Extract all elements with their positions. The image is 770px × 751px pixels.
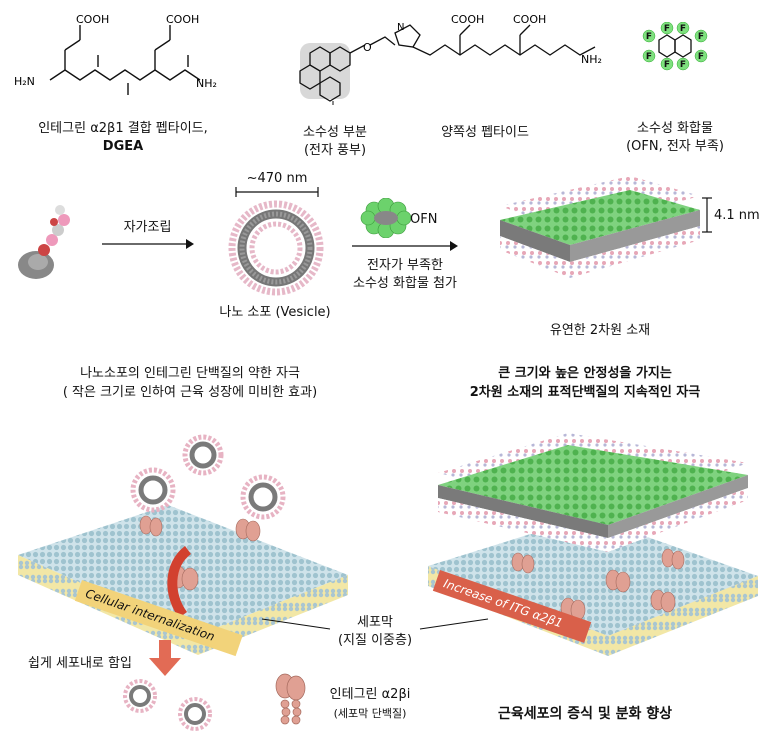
right-panel-title-2: 2차원 소재의 표적단백질의 지속적인 자극 [469,385,701,400]
self-assembly-label: 자가조립 [123,220,172,235]
single-molecule-model [18,205,70,279]
svg-text:F: F [680,60,686,70]
oxygen-label: O [363,41,372,54]
nh2-label: NH₂ [581,53,602,66]
self-assembly-arrow [102,239,194,249]
pyrene-peptide-structure: O N COOH COOH NH₂ [299,13,602,105]
hydrophobic-part-label: 소수성 부분 [303,125,367,140]
ofn-label: OFN [410,212,438,227]
thickness-bracket [702,197,712,233]
electron-rich-label: (전자 풍부) [303,143,367,158]
add-ofn-line2: 소수성 화합물 첨가 [353,276,457,291]
cooh-label: COOH [166,13,199,26]
svg-text:F: F [698,52,704,62]
hydrophobic-compound-label: 소수성 화합물 [637,121,713,136]
size-label: ~470 nm [246,171,308,186]
vesicle-label: 나노 소포 (Vesicle) [219,305,331,320]
cooh-label: COOH [76,13,109,26]
svg-text:F: F [664,24,670,34]
internalized-vesicles [123,679,212,731]
nitrogen-label: N [397,22,404,33]
cooh-label: COOH [513,13,546,26]
left-panel-title-1: 나노소포의 인테그린 단백질의 약한 자극 [80,366,300,381]
peptide-code: DGEA [102,139,144,154]
add-ofn-line1: 전자가 부족한 [367,258,443,273]
ofn-molecule-icon [360,198,412,238]
left-panel-title-2: ( 작은 크기로 인하여 근육 성장에 미비한 효과) [62,385,318,400]
membrane-pointer-lines [261,618,489,630]
nano-vesicle [228,200,324,296]
ofn-description: (OFN, 전자 부족) [626,139,724,154]
svg-text:F: F [646,32,652,42]
cooh-label: COOH [451,13,484,26]
2d-sheet-model [500,176,700,278]
right-panel-result: 근육세포의 증식 및 분화 향상 [497,706,673,722]
thickness-label: 4.1 nm [714,208,760,223]
peptide-name: 인테그린 α2β1 결합 펩타이드, [38,121,208,136]
svg-text:F: F [646,52,652,62]
svg-text:F: F [664,60,670,70]
svg-text:F: F [698,32,704,42]
size-bracket [235,187,319,197]
membrane-label-1: 세포막 [357,615,393,630]
2d-sheet-label: 유연한 2차원 소재 [549,323,651,338]
amphiphilic-peptide-label: 양쪽성 펩타이드 [441,125,529,140]
nh2-label: NH₂ [196,77,217,90]
internalize-label: 쉽게 세포내로 함입 [28,656,132,671]
integrin-label-2: (세포막 단백질) [333,707,407,720]
dgea-peptide-structure: COOH COOH H₂N NH₂ [14,13,217,95]
right-panel-title-1: 큰 크기와 높은 안정성을 가지는 [498,366,672,381]
membrane-label-2: (지질 이중층) [337,633,413,648]
integrin-label-1: 인테그린 α2βi [329,687,411,702]
internalize-arrow [149,640,181,676]
add-ofn-arrow [352,241,458,251]
right-cell-membrane [428,433,758,656]
integrin-icon [275,673,306,725]
svg-text:F: F [680,24,686,34]
h2n-label: H₂N [14,75,35,88]
